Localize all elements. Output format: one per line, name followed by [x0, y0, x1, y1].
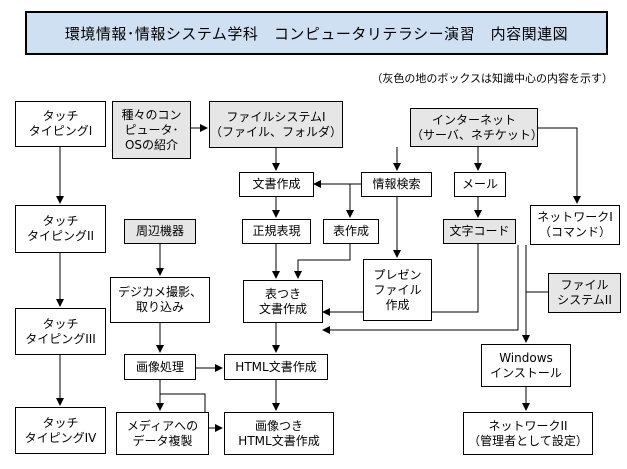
- box-imagehtml: 画像つき HTML文書作成: [224, 412, 334, 455]
- box-table: 表作成: [323, 219, 379, 244]
- box-mail: メール: [454, 172, 506, 197]
- box-typing1: タッチ タイピングI: [15, 101, 106, 147]
- box-network1: ネットワークI （コマンド）: [530, 205, 620, 245]
- box-regex: 正規表現: [242, 219, 311, 244]
- box-document: 文書作成: [239, 172, 314, 197]
- box-media: メディアへの データ複製: [116, 412, 209, 455]
- arrow-table-tabledoc: [294, 244, 351, 279]
- box-search: 情報検索: [361, 172, 432, 197]
- arrow-internet-network1: [538, 127, 581, 204]
- box-peripherals: 周辺機器: [124, 219, 196, 244]
- box-charcode: 文字コード: [443, 219, 516, 244]
- diagram-title: 環境情報･情報システム学科 コンピュータリテラシー演習 内容関連図: [25, 11, 608, 55]
- arrow-network1-html: [322, 245, 519, 334]
- box-filesystem2: ファイル システムII: [548, 273, 621, 313]
- box-windows: Windows インストール: [481, 344, 571, 387]
- box-presentation: プレゼン ファイル 作成: [363, 259, 432, 321]
- legend-note: （灰色の地のボックスは知識中心の内容を示す）: [371, 72, 613, 85]
- arrow-search-table: [346, 183, 361, 218]
- box-intro: 種々のコン ピュータ･ OSの紹介: [112, 101, 191, 159]
- box-tabledoc: 表つき 文書作成: [243, 280, 323, 323]
- box-html: HTML文書作成: [224, 354, 328, 380]
- box-typing3: タッチ タイピングIII: [15, 308, 106, 355]
- box-typing4: タッチ タイピングIV: [15, 407, 106, 454]
- box-filesystem1: ファイルシステムI （ファイル、フォルダ）: [209, 101, 343, 148]
- box-typing2: タッチ タイピングII: [15, 205, 106, 253]
- box-image: 画像処理: [124, 354, 196, 380]
- box-network2: ネットワークII （管理者として設定）: [463, 412, 593, 455]
- box-internet: インターネット （サーバ、ネチケット）: [410, 108, 543, 147]
- box-camera: デジカメ撮影、 取り込み: [110, 277, 210, 323]
- arrow-image-imagehtml: [160, 393, 223, 432]
